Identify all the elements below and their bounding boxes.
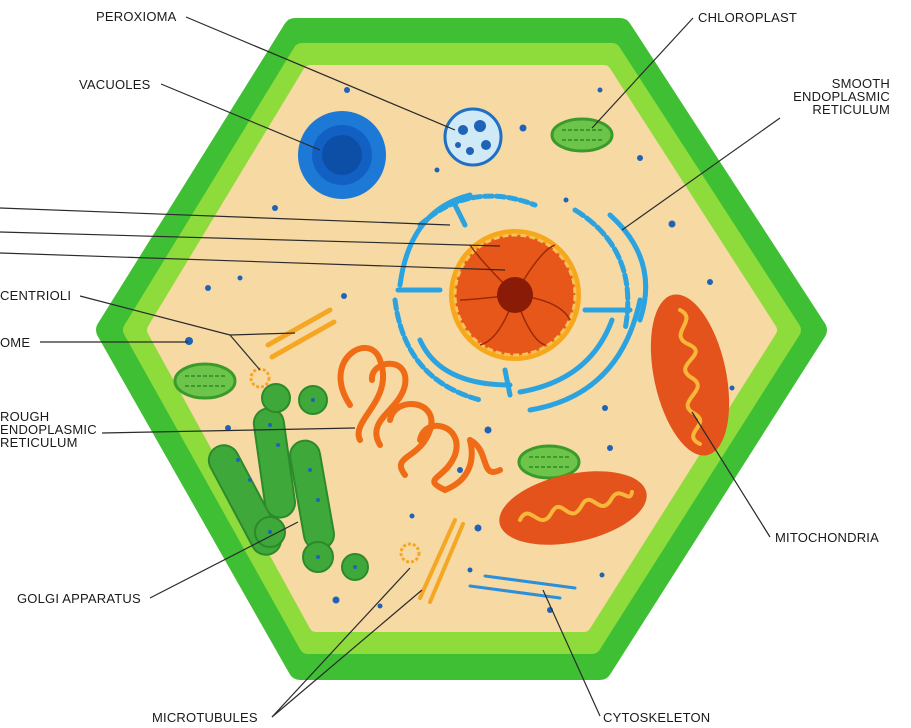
chloroplast xyxy=(552,119,612,151)
peroxisome xyxy=(445,109,501,165)
label-golgi-apparatus: GOLGI APPARATUS xyxy=(17,592,141,605)
label-cytoskeleton: CYTOSKELETON xyxy=(603,711,710,724)
label-peroxioma: PEROXIOMA xyxy=(96,10,177,23)
label-centrioli: CENTRIOLI xyxy=(0,289,71,302)
label-chloroplast: CHLOROPLAST xyxy=(698,11,797,24)
nucleus xyxy=(449,229,581,361)
label-lysosome-partial: OME xyxy=(0,336,30,349)
label-mitochondria: MITOCHONDRIA xyxy=(775,531,879,544)
label-rough-er: ROUGH ENDOPLASMIC RETICULUM xyxy=(0,410,97,449)
label-microtubules: MICROTUBULES xyxy=(152,711,258,724)
vacuole xyxy=(298,111,386,199)
chloroplast-left xyxy=(175,364,235,398)
chloroplast-center xyxy=(519,446,579,478)
label-smooth-er: SMOOTH ENDOPLASMIC RETICULUM xyxy=(770,77,890,116)
label-vacuoles: VACUOLES xyxy=(79,78,150,91)
